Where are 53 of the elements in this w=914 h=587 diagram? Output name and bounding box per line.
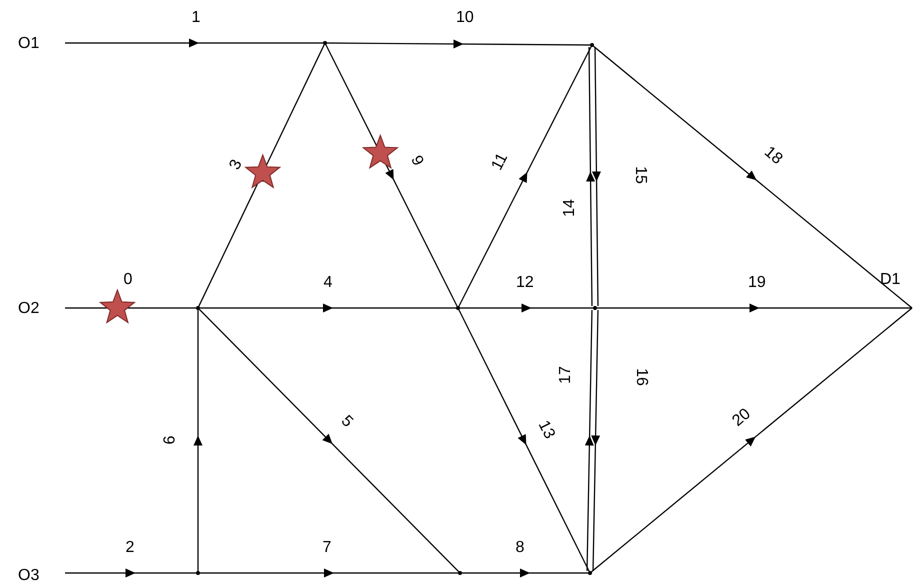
- edge-label: 20: [730, 406, 754, 430]
- arrow: [460, 304, 593, 312]
- arrow: [584, 310, 594, 572]
- arrow: [592, 47, 601, 306]
- edge-label: 6: [162, 436, 178, 444]
- edge-label: 14: [562, 199, 578, 217]
- arrow: [597, 304, 912, 312]
- edge-label: 9: [406, 154, 426, 168]
- junction-point: [196, 571, 200, 575]
- edge-label: 1: [192, 10, 200, 26]
- edge-label: 18: [760, 144, 785, 168]
- arrow: [586, 47, 596, 306]
- junction-point: [196, 306, 200, 310]
- arrow: [194, 310, 202, 571]
- junction-point: [458, 571, 462, 575]
- edge-label: 10: [456, 10, 474, 26]
- edge-label: 12: [516, 275, 534, 291]
- arrow: [593, 46, 912, 308]
- edge-label: 5: [337, 413, 355, 431]
- node-label: O2: [18, 300, 40, 318]
- junction-point: [588, 571, 592, 575]
- edge-label: 11: [488, 150, 511, 174]
- arrow: [198, 309, 460, 572]
- arrow: [591, 308, 912, 572]
- edge-label: 13: [534, 418, 558, 442]
- edge-label: 2: [126, 540, 134, 556]
- junction-point: [456, 306, 460, 310]
- arrow: [65, 38, 323, 48]
- arrow: [325, 44, 458, 306]
- arrow: [327, 39, 590, 48]
- junction-point: [323, 41, 327, 45]
- edge-label: 19: [748, 275, 766, 291]
- edge-label: 8: [516, 540, 524, 556]
- edge-label: 7: [322, 540, 332, 556]
- arrow: [458, 310, 590, 572]
- arrow: [458, 46, 592, 306]
- edge-label: 4: [324, 275, 332, 291]
- junction-point: [590, 43, 594, 47]
- arrow: [462, 568, 588, 578]
- node-label: O1: [18, 35, 40, 53]
- edge-label: 16: [632, 368, 649, 386]
- arrow: [200, 304, 456, 312]
- arrow: [200, 568, 458, 578]
- node-label: O3: [18, 567, 40, 585]
- edge-label: 0: [124, 272, 132, 288]
- junction-point: [593, 306, 597, 310]
- edge-label: 15: [632, 166, 648, 184]
- edge-label: 3: [226, 158, 246, 172]
- node-label: D1: [880, 271, 900, 289]
- arrow: [65, 568, 196, 578]
- arrow: [198, 44, 325, 306]
- edge-label: 17: [558, 366, 574, 384]
- arrow: [591, 310, 600, 572]
